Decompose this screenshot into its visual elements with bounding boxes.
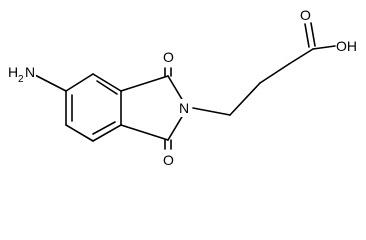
structure-diagram: H 2 N O O N O OH <box>6 7 357 168</box>
bond-c2-c3 <box>259 63 290 84</box>
bond-c-n-top <box>167 75 184 102</box>
atom-amine-h: H <box>8 64 18 80</box>
bond-ring-c-bottom <box>120 124 169 141</box>
bond-c-n-bottom <box>167 114 184 141</box>
bond-acid-carbonyl-2 <box>310 22 316 47</box>
bond-acid-hydroxyl <box>312 45 336 50</box>
atom-oxygen-acid: O <box>300 7 311 23</box>
imide-ring <box>120 75 184 141</box>
atom-ring-n: N <box>179 100 189 116</box>
butanoic-chain <box>192 22 336 116</box>
atom-amine-subscript: 2 <box>18 74 24 85</box>
bond-ring-5 <box>65 124 94 142</box>
bond-c3-c4 <box>288 48 314 65</box>
atom-amine-n: N <box>25 64 35 80</box>
bond-ring-double-1 <box>96 80 118 95</box>
bond-c-nh2 <box>32 73 67 92</box>
bond-n-c1 <box>192 107 231 116</box>
bond-ring-4 <box>92 124 122 142</box>
bond-ring-double-3 <box>92 121 116 135</box>
atom-oxygen-top: O <box>163 49 174 65</box>
atom-oxygen-bottom: O <box>163 152 174 168</box>
bond-ring-2 <box>92 73 122 92</box>
atom-hydroxyl: OH <box>336 38 357 54</box>
bond-c1-c2 <box>229 82 261 116</box>
bond-ring-1 <box>65 73 94 92</box>
bond-acid-carbonyl-1 <box>304 23 310 48</box>
benzene-ring <box>65 73 122 142</box>
bond-ring-c-top <box>120 75 169 92</box>
